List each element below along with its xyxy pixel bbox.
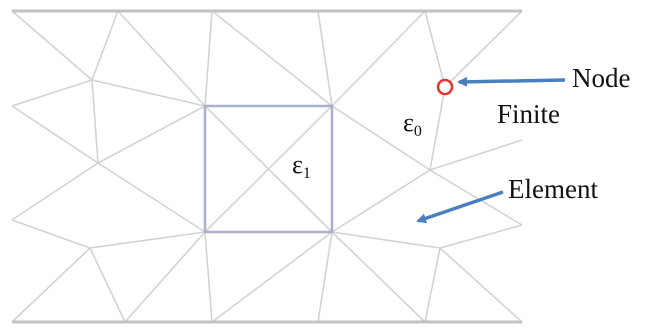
- mesh-edge: [439, 224, 523, 249]
- mesh-edge: [331, 105, 431, 171]
- mesh-edge: [117, 10, 206, 107]
- mesh-edge: [211, 231, 333, 323]
- inner-region-square: [203, 104, 334, 234]
- node-label: Node: [572, 63, 630, 93]
- mesh-edge: [11, 10, 93, 81]
- mesh-edge: [97, 105, 206, 164]
- mesh-edge: [91, 79, 99, 164]
- epsilon-outer-label: ε0: [403, 108, 422, 140]
- node-marker: [436, 78, 454, 96]
- mesh-edge: [204, 10, 213, 107]
- mesh-edge: [91, 79, 206, 107]
- epsilon-inner-label: ε1: [292, 150, 311, 182]
- finite-label: Finite: [497, 99, 560, 129]
- mesh-edge: [444, 10, 523, 88]
- epsilon-outer-subscript: 0: [414, 123, 422, 140]
- mesh-edge: [204, 231, 213, 323]
- mesh-edge: [11, 105, 99, 164]
- mesh-edge: [331, 169, 431, 233]
- mesh-edge: [204, 105, 333, 233]
- mesh-edge: [211, 10, 333, 107]
- mesh-edge: [429, 139, 523, 171]
- epsilon-outer-symbol: ε: [403, 108, 414, 137]
- mesh-edge: [331, 231, 426, 323]
- element-label: Element: [508, 174, 598, 204]
- mesh-edge: [91, 10, 119, 81]
- mesh-edge: [89, 231, 206, 249]
- node-arrow: [457, 76, 566, 87]
- mesh-edge: [331, 10, 426, 107]
- mesh-edge: [424, 10, 446, 88]
- element-arrow: [416, 190, 504, 224]
- mesh-edge: [317, 10, 333, 107]
- mesh-edge: [124, 231, 206, 323]
- mesh-edge: [97, 162, 206, 233]
- mesh-edge: [11, 162, 99, 221]
- mesh-edge: [439, 247, 523, 323]
- mesh-lines: [11, 10, 523, 323]
- mesh-edge: [331, 231, 441, 249]
- epsilon-inner-symbol: ε: [292, 150, 303, 179]
- mesh-edge: [317, 231, 333, 323]
- mesh-edge: [424, 247, 441, 323]
- mesh-edge: [429, 86, 446, 171]
- mesh-edge: [11, 247, 91, 323]
- mesh-edge: [11, 79, 93, 107]
- epsilon-inner-subscript: 1: [303, 165, 311, 182]
- mesh-edge: [11, 219, 91, 249]
- mesh-edge: [89, 247, 126, 323]
- mesh-edge: [429, 169, 523, 226]
